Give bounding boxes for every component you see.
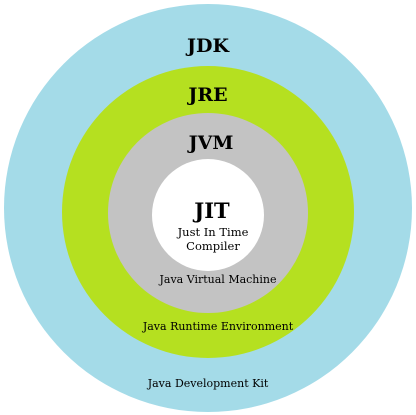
jit-circle [152, 159, 264, 271]
jdk-title: JDK [185, 35, 230, 57]
jit-description-line1: Just In Time [177, 225, 249, 239]
jit-description-line2: Compiler [186, 239, 240, 253]
jre-description: Java Runtime Environment [142, 320, 294, 333]
jvm-title: JVM [187, 132, 234, 154]
jdk-description: Java Development Kit [147, 377, 269, 390]
jre-title: JRE [186, 84, 227, 106]
jvm-description: Java Virtual Machine [158, 273, 276, 286]
jit-title: JIT [192, 198, 230, 223]
